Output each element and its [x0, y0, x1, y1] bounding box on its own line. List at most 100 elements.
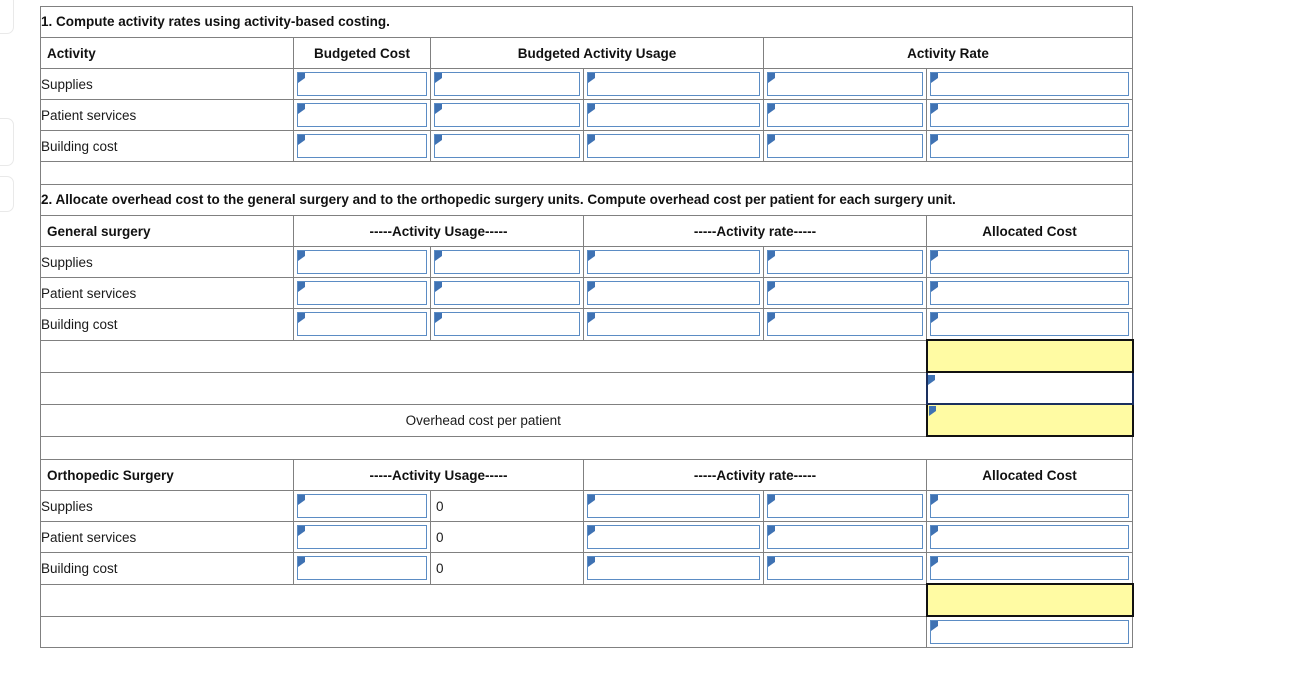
section2-instruction-row: 2. Allocate overhead cost to the general…	[39, 184, 1134, 216]
section2-patient-services-rate-cell-b[interactable]	[763, 277, 927, 309]
section2-supplies-usage-cell-b[interactable]	[430, 246, 584, 278]
input-box[interactable]	[930, 620, 1130, 644]
section2-patient-services-usage-cell-b[interactable]	[430, 277, 584, 309]
section3-total-allocated-cost-cell[interactable]	[925, 583, 1134, 617]
input-box[interactable]	[297, 556, 427, 581]
input-box[interactable]	[434, 72, 580, 96]
section3-supplies-usage-input-cell[interactable]	[293, 490, 431, 522]
section1-supplies-rate-cell-b[interactable]	[925, 68, 1134, 100]
section3-supplies-rate-cell-b[interactable]	[763, 490, 927, 522]
section3-supplies-allocated-cost-cell[interactable]	[925, 490, 1134, 522]
section1-building-cost-usage-cell-a[interactable]	[430, 130, 584, 162]
input-box[interactable]	[297, 72, 427, 96]
input-box[interactable]	[434, 103, 580, 127]
section2-building-cost-usage-cell-a[interactable]	[293, 308, 431, 341]
input-box[interactable]	[297, 281, 427, 305]
input-box[interactable]	[587, 134, 760, 158]
section2-supplies-rate-cell-b[interactable]	[763, 246, 927, 278]
input-box[interactable]	[297, 134, 427, 158]
section2-building-cost-allocated-cost-cell[interactable]	[925, 308, 1134, 341]
input-box[interactable]	[297, 525, 427, 549]
section1-patient-services-rate-cell-a[interactable]	[763, 99, 927, 131]
input-box[interactable]	[930, 556, 1130, 580]
section2-supplies-usage-cell-a[interactable]	[293, 246, 431, 278]
section2-supplies-rate-cell-a[interactable]	[583, 246, 764, 278]
section2-overhead-cost-per-patient-cell[interactable]	[925, 403, 1134, 437]
input-box[interactable]	[587, 281, 760, 305]
section1-building-cost-rate-cell-b[interactable]	[925, 130, 1134, 162]
section3-building-cost-usage-value: 0	[430, 552, 584, 585]
section2-total-allocated-cost-cell[interactable]	[925, 339, 1134, 373]
section1-patient-services-usage-cell-b[interactable]	[583, 99, 764, 131]
section2-patients-row	[40, 371, 1134, 405]
section3-patient-services-usage-input-cell[interactable]	[293, 521, 431, 553]
input-box[interactable]	[434, 312, 580, 337]
section2-number-of-patients-cell[interactable]	[925, 371, 1134, 405]
input-box[interactable]	[434, 281, 580, 305]
input-box[interactable]	[767, 134, 923, 158]
section2-building-cost-rate-cell-b[interactable]	[763, 308, 927, 341]
input-box[interactable]	[767, 556, 923, 581]
section3-patient-services-rate-cell-a[interactable]	[583, 521, 764, 553]
input-box[interactable]	[297, 312, 427, 337]
section2-header-row: General surgery -----Activity Usage-----…	[40, 215, 1134, 247]
section1-patient-services-rate-cell-b[interactable]	[925, 99, 1134, 131]
section1-supplies-rate-cell-a[interactable]	[763, 68, 927, 100]
section1-supplies-budgeted-cost-cell[interactable]	[293, 68, 431, 100]
section3-patient-services-rate-cell-b[interactable]	[763, 521, 927, 553]
section1-patient-services-budgeted-cost-cell[interactable]	[293, 99, 431, 131]
input-box[interactable]	[930, 134, 1130, 158]
section1-building-cost-rate-cell-a[interactable]	[763, 130, 927, 162]
section2-header-general-surgery: General surgery	[40, 215, 294, 247]
section3-building-cost-rate-cell-b[interactable]	[763, 552, 927, 585]
input-box[interactable]	[930, 312, 1130, 336]
input-box[interactable]	[434, 250, 580, 274]
input-box[interactable]	[930, 494, 1130, 518]
section2-header-allocated-cost: Allocated Cost	[925, 215, 1134, 247]
section3-building-cost-allocated-cost-cell[interactable]	[925, 552, 1134, 585]
input-box[interactable]	[767, 281, 923, 305]
section1-header-row: Activity Budgeted Cost Budgeted Activity…	[40, 37, 1134, 69]
section2-supplies-allocated-cost-cell[interactable]	[925, 246, 1134, 278]
input-box[interactable]	[434, 134, 580, 158]
section1-patient-services-usage-cell-a[interactable]	[430, 99, 584, 131]
section2-patient-services-rate-cell-a[interactable]	[583, 277, 764, 309]
input-box[interactable]	[297, 103, 427, 127]
input-box[interactable]	[587, 250, 760, 274]
input-box[interactable]	[587, 494, 760, 518]
input-box[interactable]	[927, 375, 1132, 401]
input-box[interactable]	[930, 72, 1130, 96]
input-box[interactable]	[930, 103, 1130, 127]
section1-building-cost-usage-cell-b[interactable]	[583, 130, 764, 162]
input-box[interactable]	[930, 250, 1130, 274]
input-box[interactable]	[297, 494, 427, 518]
section2-building-cost-usage-cell-b[interactable]	[430, 308, 584, 341]
input-box[interactable]	[587, 556, 760, 581]
section1-supplies-usage-cell-a[interactable]	[430, 68, 584, 100]
section2-building-cost-rate-cell-a[interactable]	[583, 308, 764, 341]
input-box[interactable]	[587, 525, 760, 549]
input-box[interactable]	[587, 312, 760, 337]
section2-patient-services-usage-cell-a[interactable]	[293, 277, 431, 309]
section1-building-cost-budgeted-cost-cell[interactable]	[293, 130, 431, 162]
input-box[interactable]	[587, 103, 760, 127]
section3-building-cost-usage-input-cell[interactable]	[293, 552, 431, 585]
section2-patient-services-allocated-cost-cell[interactable]	[925, 277, 1134, 309]
input-box[interactable]	[297, 250, 427, 274]
section1-row-label-supplies: Supplies	[40, 68, 294, 100]
table-row: Building cost	[40, 130, 1134, 162]
input-box[interactable]	[930, 525, 1130, 549]
section3-number-of-patients-cell[interactable]	[925, 615, 1134, 648]
input-box[interactable]	[930, 281, 1130, 305]
section3-supplies-rate-cell-a[interactable]	[583, 490, 764, 522]
section1-supplies-usage-cell-b[interactable]	[583, 68, 764, 100]
input-box[interactable]	[587, 72, 760, 96]
input-box[interactable]	[767, 103, 923, 127]
section3-patient-services-allocated-cost-cell[interactable]	[925, 521, 1134, 553]
input-box[interactable]	[767, 72, 923, 96]
section3-building-cost-rate-cell-a[interactable]	[583, 552, 764, 585]
input-box[interactable]	[767, 312, 923, 337]
input-box[interactable]	[767, 494, 923, 518]
input-box[interactable]	[767, 525, 923, 549]
input-box[interactable]	[767, 250, 923, 274]
